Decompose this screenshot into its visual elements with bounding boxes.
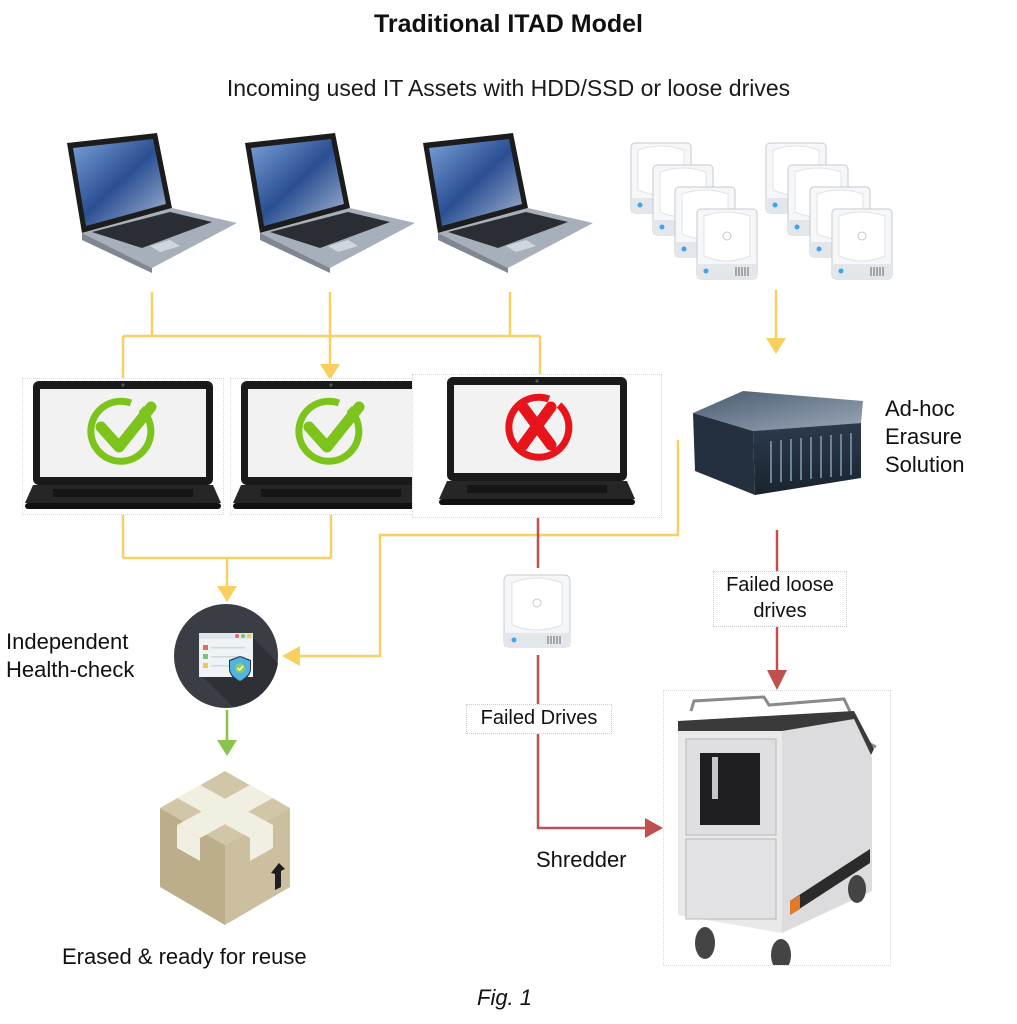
incoming-laptop-icon	[240, 128, 420, 273]
arrowhead-shredder-side	[645, 818, 663, 838]
erasure-result-laptop	[22, 378, 224, 515]
erasure-result-laptop	[230, 378, 432, 515]
health-check-label-line1: Independent	[6, 629, 129, 654]
arrowhead-server	[766, 338, 786, 354]
check-circle-icon	[295, 397, 365, 465]
connector-server-to-health-check	[300, 440, 680, 658]
failed-loose-label-line1: Failed loose	[726, 574, 834, 596]
incoming-laptop-icon	[62, 128, 242, 273]
figure-caption: Fig. 1	[477, 985, 533, 1010]
erasure-solution-label-line3: Solution	[885, 452, 965, 477]
erasure-server-icon	[683, 383, 868, 498]
health-check-icon	[173, 603, 279, 709]
reuse-box-icon	[155, 763, 295, 928]
diagram-title: Traditional ITAD Model	[374, 10, 643, 38]
x-circle-icon	[505, 393, 573, 461]
failed-loose-label-line2: drives	[753, 600, 807, 622]
arrowhead-to-box	[217, 740, 237, 756]
arrowhead-health-check-top	[217, 586, 237, 602]
yellow-arrowheads	[217, 338, 786, 666]
arrowhead-shredder-top	[767, 670, 787, 690]
failed-loose-drives-label: Failed loose drives	[713, 571, 847, 627]
green-connector	[217, 710, 237, 756]
erasure-solution-label-line1: Ad-hoc	[885, 396, 955, 421]
connector-failed-drives-to-shredder	[536, 655, 645, 830]
health-check-label: Independent Health-check	[6, 628, 134, 684]
loose-drive-icon	[831, 208, 893, 280]
erasure-result-laptop	[412, 374, 662, 518]
loose-drive-icon	[696, 208, 758, 280]
erasure-solution-label-line2: Erasure	[885, 424, 963, 449]
check-circle-icon	[87, 397, 157, 465]
yellow-connectors	[121, 290, 778, 658]
shredder-image	[663, 690, 891, 971]
arrowhead-result2	[320, 364, 340, 380]
reuse-label: Erased & ready for reuse	[62, 944, 307, 969]
shredder-label: Shredder	[536, 847, 627, 872]
arrowhead-health-check-side	[282, 646, 300, 666]
failed-drive-icon	[502, 573, 572, 651]
red-arrowheads	[645, 670, 787, 838]
erasure-solution-label: Ad-hoc Erasure Solution	[885, 395, 965, 479]
health-check-label-line2: Health-check	[6, 657, 135, 682]
failed-drives-label: Failed Drives	[466, 704, 612, 734]
incoming-laptop-icon	[418, 128, 598, 273]
diagram-subtitle: Incoming used IT Assets with HDD/SSD or …	[226, 75, 791, 101]
